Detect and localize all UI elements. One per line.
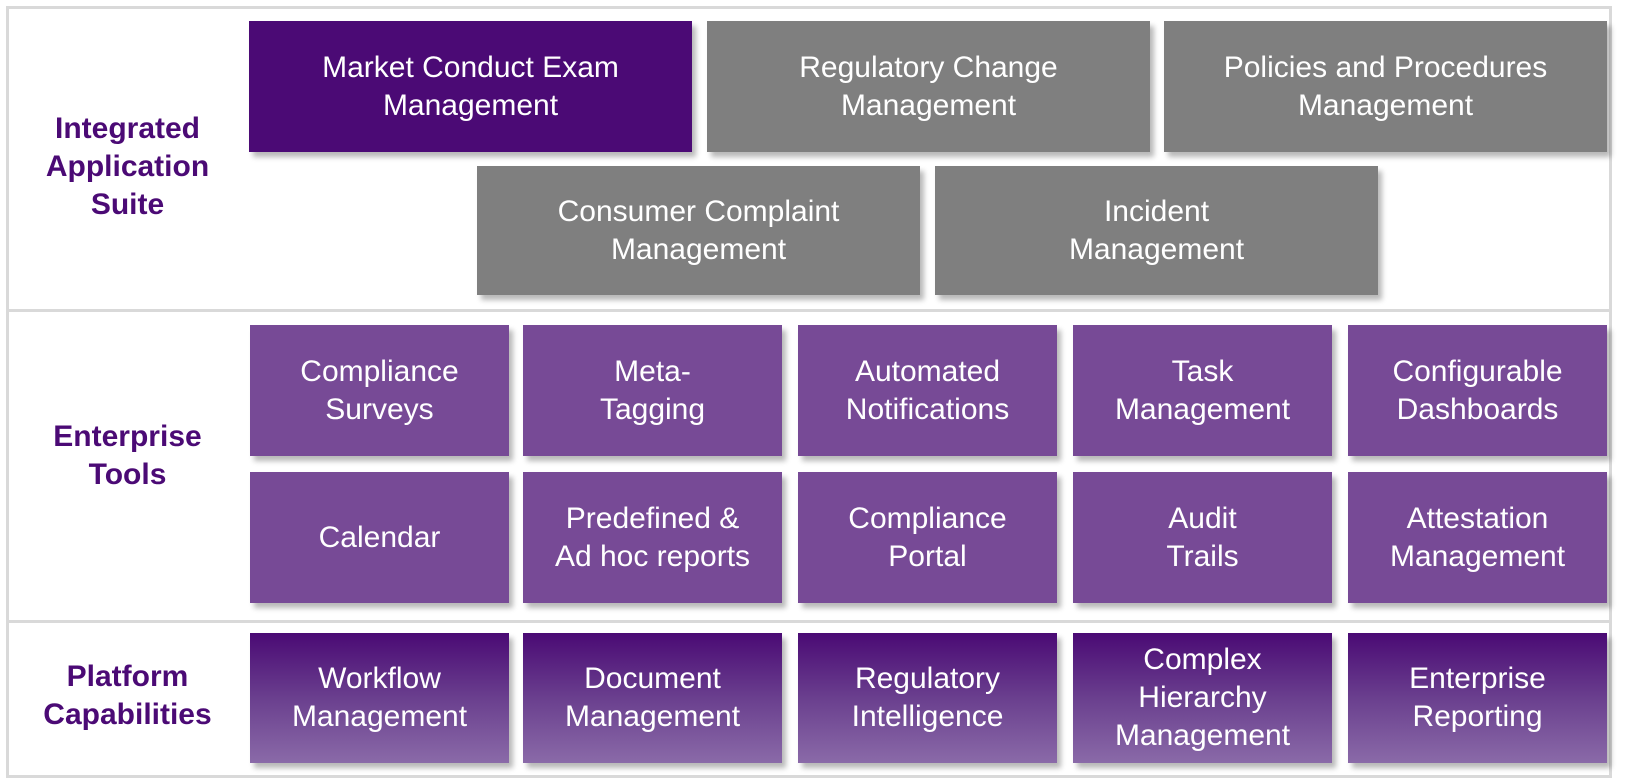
box-label-line: Automated <box>854 354 1001 388</box>
box-label-line: Predefined & <box>565 501 740 535</box>
box-label-line: Notifications <box>845 392 1010 426</box>
label-line: Capabilities <box>43 698 212 731</box>
box-label-line: Management <box>1114 719 1291 752</box>
box-label-line: Management <box>1389 539 1566 573</box>
box-label-line: Document <box>584 662 721 695</box>
tool-predefined-adhoc-reports[interactable]: Predefined & Ad hoc reports <box>523 472 782 603</box>
box-label-line: Regulatory <box>854 662 1001 695</box>
box-label-line: Management <box>564 700 741 733</box>
box-label-line: Incident <box>1103 194 1210 228</box>
box-label-line: Market Conduct Exam <box>322 50 619 84</box>
box-label-line: Management <box>840 88 1017 122</box>
box-label: Meta- Tagging <box>600 353 705 429</box>
box-label: Calendar <box>319 519 441 557</box>
tool-calendar[interactable]: Calendar <box>250 472 509 603</box>
box-label-line: Management <box>1297 88 1474 122</box>
tool-meta-tagging[interactable]: Meta- Tagging <box>523 325 782 456</box>
box-label-line: Enterprise <box>1409 662 1546 695</box>
label-enterprise-tools: Enterprise Tools <box>20 418 235 494</box>
box-label-line: Portal <box>888 539 967 573</box>
box-label-line: Hierarchy <box>1138 681 1267 714</box>
label-platform-capabilities: Platform Capabilities <box>20 658 235 734</box>
label-integrated-application-suite: Integrated Application Suite <box>20 110 235 224</box>
label-line: Application <box>45 150 210 183</box>
box-label-line: Consumer Complaint <box>557 194 840 228</box>
label-line: Integrated <box>54 112 201 145</box>
box-label-line: Management <box>610 232 787 266</box>
box-label-line: Configurable <box>1392 354 1563 388</box>
box-label-line: Audit <box>1168 501 1237 535</box>
box-label-line: Ad hoc reports <box>554 539 751 573</box>
box-label-line: Calendar <box>318 520 441 554</box>
box-label-line: Management <box>291 700 468 733</box>
box-label-line: Trails <box>1166 539 1239 573</box>
box-label-line: Policies and Procedures <box>1223 50 1548 84</box>
box-label-line: Compliance <box>300 354 459 388</box>
box-label-line: Meta- <box>614 354 691 388</box>
box-label-line: Dashboards <box>1396 392 1559 426</box>
box-label: Predefined & Ad hoc reports <box>555 500 750 576</box>
box-label-line: Attestation <box>1406 501 1549 535</box>
box-label-line: Task <box>1171 354 1234 388</box>
label-line: Enterprise <box>53 420 202 453</box>
box-label-line: Management <box>382 88 559 122</box>
box-label-line: Tagging <box>599 392 706 426</box>
box-label-line: Surveys <box>325 392 434 426</box>
label-line: Tools <box>88 458 167 491</box>
box-label-line: Workflow <box>318 662 441 695</box>
box-label-line: Management <box>1068 232 1245 266</box>
box-label-line: Intelligence <box>851 700 1004 733</box>
box-label-line: Regulatory Change <box>799 50 1058 84</box>
box-label-line: Management <box>1114 392 1291 426</box>
label-line: Platform <box>66 660 189 693</box>
label-line: Suite <box>90 188 165 221</box>
box-label-line: Complex <box>1143 643 1262 676</box>
box-label-line: Reporting <box>1412 700 1543 733</box>
box-label-line: Compliance <box>848 501 1007 535</box>
